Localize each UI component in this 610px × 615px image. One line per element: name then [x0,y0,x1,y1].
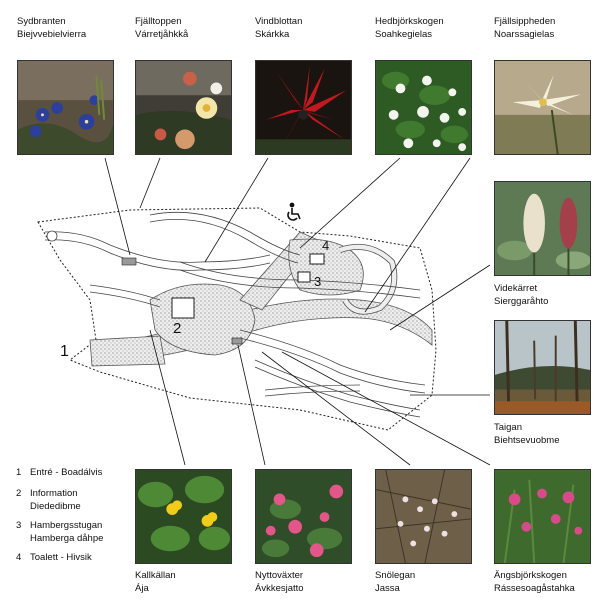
marker-hambergsstugan: 3 [314,274,322,289]
wheelchair-icon [287,202,301,221]
park-fence [37,207,437,431]
photo-vindblottan [255,60,352,155]
toilet-building [309,253,325,265]
marker-toilet: 4 [322,238,330,253]
info-building [171,297,195,319]
photo-sydbranten [17,60,114,155]
photo-videkarret [494,181,591,276]
caption-name: Sydbranten [17,16,66,27]
photo-fjallsippheden [494,60,591,155]
photo-taigan [494,320,591,415]
photo-angsbjorkskogen [494,469,591,564]
photo-hedbjorkskogen [375,60,472,155]
photo-snolegan [375,469,472,564]
entrance-area [89,335,166,367]
marker-entrance: 1 [60,343,69,360]
photo-fjalltoppen [135,60,232,155]
marker-information: 2 [173,320,182,337]
caption-sami: Biejvvebielvierra [17,29,87,40]
photo-nyttovaxter [255,469,352,564]
hambergsstugan-building [297,271,311,283]
leader-lines [104,157,491,466]
photo-kallkallan [135,469,232,564]
